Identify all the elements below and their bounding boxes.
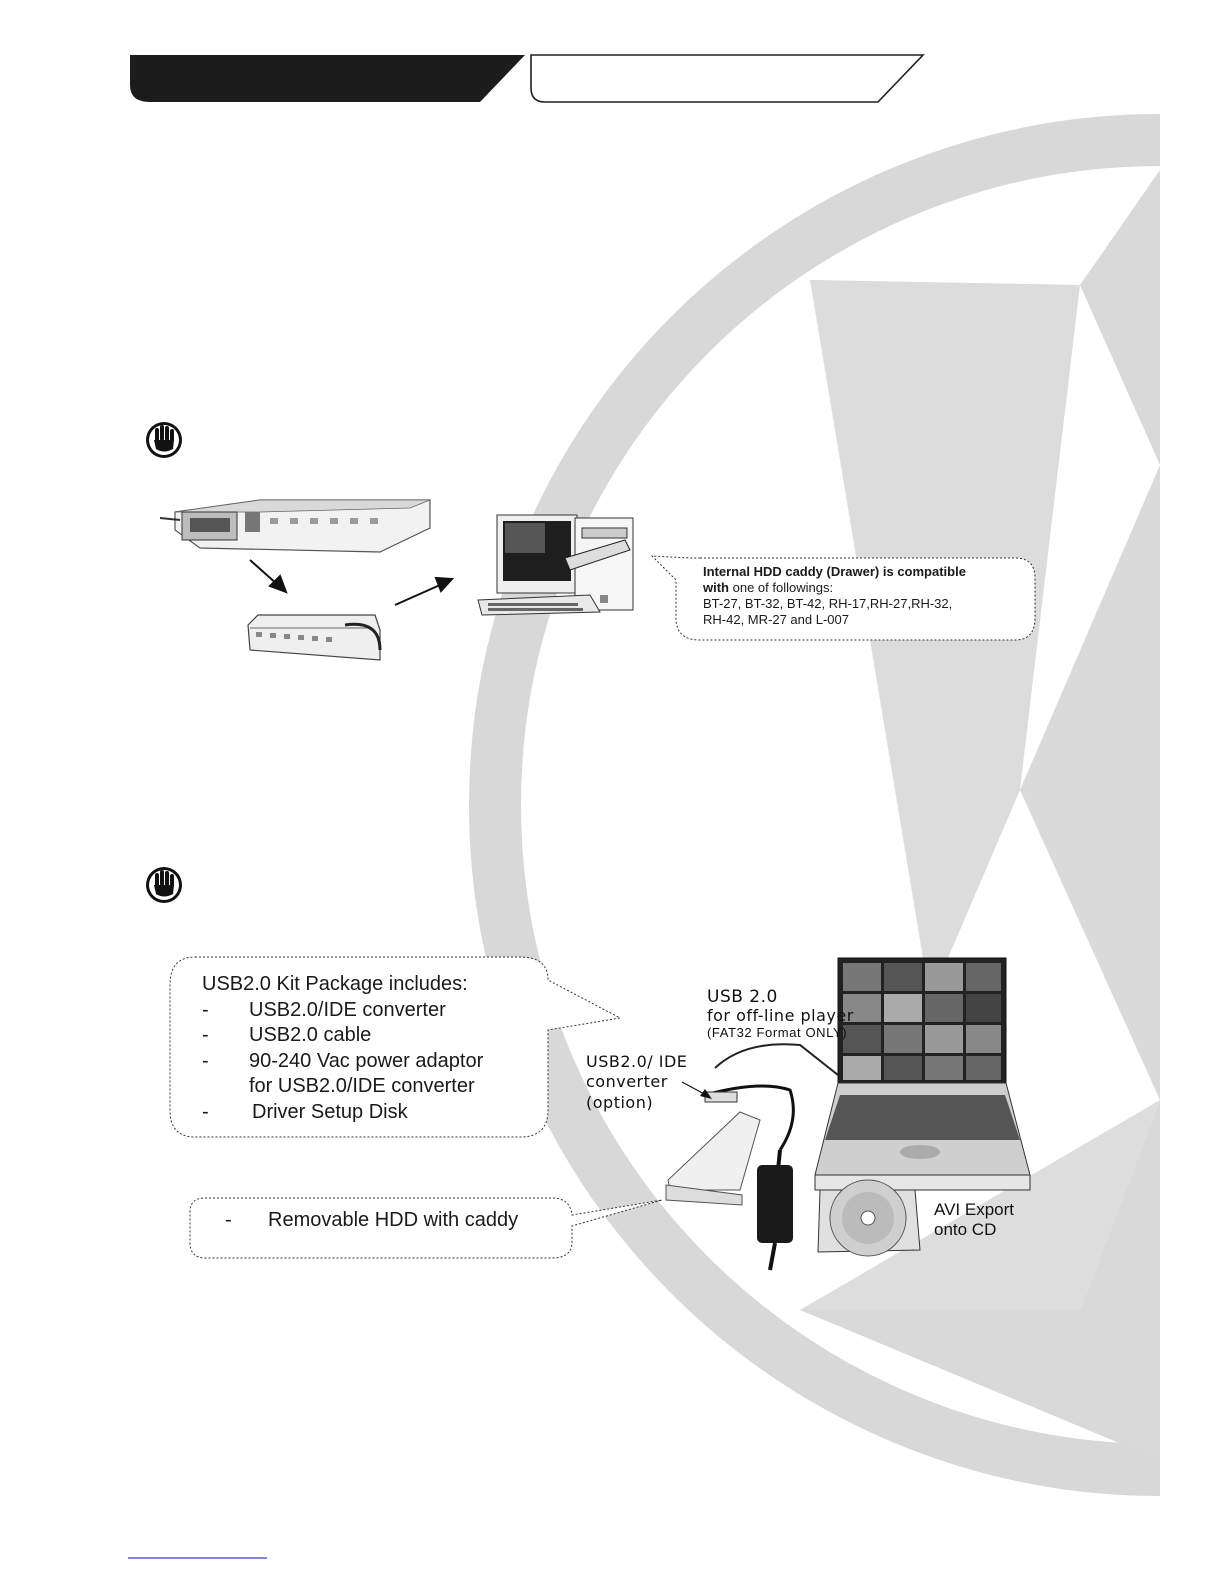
- list-item: -Driver Setup Disk: [202, 1100, 408, 1123]
- power-adaptor-illustration: [681, 1043, 839, 1271]
- cd-tray-illustration: [817, 1179, 921, 1257]
- callout-line-3: BT-27, BT-32, BT-42, RH-17,RH-27,RH-32,: [703, 596, 953, 611]
- dvr-unit-illustration: [159, 499, 431, 553]
- usb-note-label: (FAT32 Format ONLY): [707, 1025, 848, 1040]
- compatibility-callout: Internal HDD caddy (Drawer) is compatibl…: [703, 564, 966, 628]
- flow-arrows: [249, 559, 455, 606]
- pc-illustration: [477, 514, 634, 616]
- removable-callout-bubble: [189, 1197, 663, 1259]
- removable-hdd-illustration: [665, 1111, 761, 1206]
- avi-export-label-1: AVI Export: [934, 1200, 1014, 1219]
- laptop-illustration: [814, 957, 1031, 1191]
- avi-export-label-2: onto CD: [934, 1220, 997, 1239]
- callout-line-2: with one of followings:: [703, 580, 834, 595]
- usb-sub-label: for off-line player: [707, 1006, 854, 1025]
- removable-text: Removable HDD with caddy: [268, 1209, 519, 1231]
- list-item: -90-240 Vac power adaptor: [202, 1049, 484, 1072]
- stop-hand-icon: [146, 867, 182, 903]
- converter-label-3: (option): [586, 1093, 654, 1112]
- removable-dash: -: [225, 1209, 232, 1231]
- converter-label-1: USB2.0/ IDE: [586, 1052, 688, 1071]
- usb-title-label: USB 2.0: [707, 987, 778, 1007]
- kit-title: USB2.0 Kit Package includes:: [202, 973, 468, 995]
- removable-hdd-callout: - Removable HDD with caddy: [225, 1209, 518, 1232]
- list-item: -USB2.0/IDE converter: [202, 998, 446, 1021]
- header-tabs: [130, 54, 925, 103]
- stop-hand-icon: [146, 422, 182, 458]
- callout-line-1: Internal HDD caddy (Drawer) is compatibl…: [703, 564, 966, 579]
- header-tab-right: [560, 62, 860, 96]
- list-item: -USB2.0 cable: [202, 1024, 372, 1046]
- list-item: for USB2.0/IDE converter: [249, 1075, 475, 1097]
- callout-line-4: RH-42, MR-27 and L-007: [703, 612, 849, 627]
- compatibility-callout-bubble: [650, 555, 1036, 641]
- hdd-caddy-illustration: [247, 614, 382, 661]
- watermark-logo: [469, 60, 1225, 1520]
- header-tab-left: [150, 62, 480, 96]
- kit-package-list: USB2.0 Kit Package includes: -USB2.0/IDE…: [202, 972, 542, 1125]
- converter-label-2: converter: [586, 1072, 668, 1091]
- kit-callout-bubble: [169, 956, 622, 1138]
